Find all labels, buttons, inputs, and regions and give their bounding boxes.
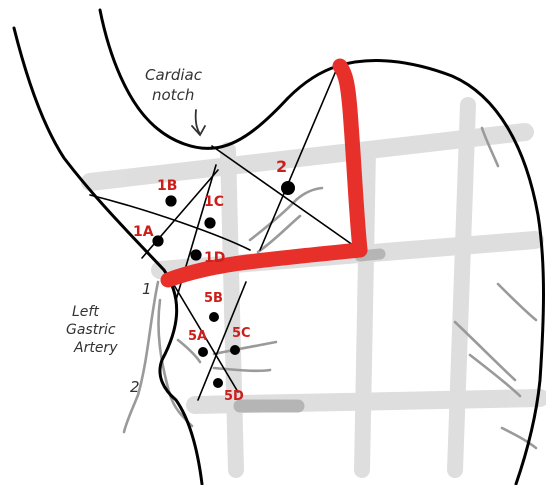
lesser-curvature <box>100 10 338 148</box>
station-dot-5a <box>198 347 208 357</box>
cardiac-notch-label-line2: notch <box>152 86 194 104</box>
station-dot-1a <box>152 235 163 246</box>
station-label-2: 2 <box>276 157 287 176</box>
left-gastric-artery-vessel <box>124 282 158 432</box>
station-label-1d: 1D <box>204 250 225 266</box>
station-label-1a: 1A <box>133 224 154 240</box>
left-gastric-artery-label-line2: Gastric <box>66 322 116 338</box>
station-dot-5d <box>213 378 223 388</box>
grid-band-v3 <box>455 105 468 470</box>
cardiac-notch-annotation: Cardiac notch <box>145 66 203 104</box>
station-dot-1b <box>165 195 176 206</box>
station-dot-5b <box>209 312 219 322</box>
cardiac-notch-label-line1: Cardiac <box>145 66 203 84</box>
line-number-1: 1 <box>142 280 152 298</box>
station-dot-1c <box>204 217 215 228</box>
station-label-5d: 5D <box>224 389 244 404</box>
station-dot-5c <box>230 345 240 355</box>
line-number-2: 2 <box>130 378 140 396</box>
left-gastric-artery-annotation: Left Gastric Artery <box>66 304 118 356</box>
station-label-1b: 1B <box>157 178 177 194</box>
station-dot-2 <box>281 181 295 195</box>
station-labels: 1B 1C 1A 1D 2 5B 5A 5C 5D <box>133 157 287 404</box>
station-label-5a: 5A <box>188 329 207 344</box>
left-gastric-artery-label-line1: Left <box>72 304 99 320</box>
station-label-5b: 5B <box>204 291 223 306</box>
left-gastric-artery-label-line3: Artery <box>73 340 118 356</box>
station-label-1c: 1C <box>204 194 224 210</box>
station-dot-1d <box>190 249 201 260</box>
cardiac-notch-arrow <box>192 110 205 135</box>
station-label-5c: 5C <box>232 326 251 341</box>
